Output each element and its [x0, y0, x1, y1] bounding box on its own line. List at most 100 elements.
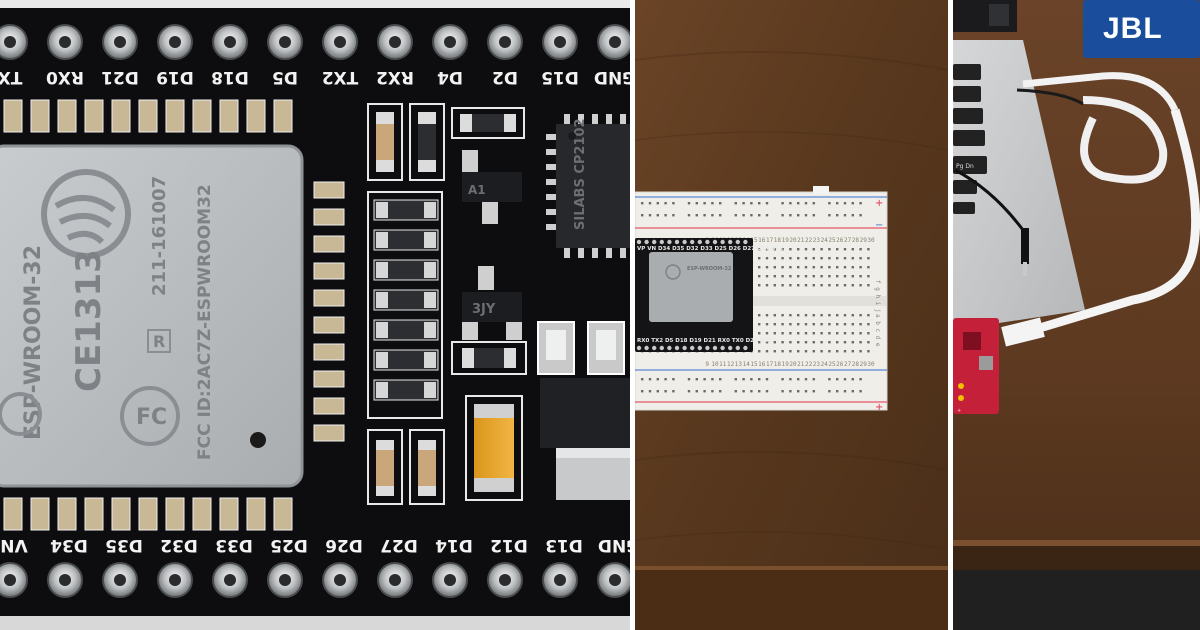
bottom-pin-label: D27	[380, 535, 418, 555]
speaker-logo-text: JBL	[1103, 12, 1163, 45]
column-number: 29	[860, 361, 868, 368]
column-number: 16	[758, 237, 766, 244]
mini-top-pin-labels: VP VN D34 D35 D32 D33 D25 D26 D27 D14 D1…	[637, 246, 783, 252]
jumper-wire-connector	[1021, 228, 1029, 264]
laptop-deck	[953, 40, 1085, 330]
column-number: 28	[852, 237, 860, 244]
header-pad	[432, 562, 468, 598]
jbl-speaker: JBL	[1083, 0, 1200, 58]
module-r-text: R	[153, 332, 165, 351]
key-pgdn-label: Pg Dn	[956, 163, 974, 170]
column-number: 16	[758, 361, 766, 368]
column-number: 30	[867, 237, 875, 244]
floor-shadow	[953, 570, 1200, 630]
module-pad	[313, 370, 345, 388]
monitor-stand	[989, 4, 1009, 26]
table-edge-highlight	[635, 566, 948, 570]
top-pin-label: RX2	[376, 67, 414, 87]
column-number: 17	[766, 237, 774, 244]
esp32-board-closeup-photo: TXRX0D21D19D18D5TX2RX2D4D2D15GND ESP-WRO…	[0, 0, 630, 630]
jumper-wire-pin	[1023, 262, 1027, 276]
header-pad	[377, 24, 413, 60]
column-number: 22	[805, 237, 813, 244]
svg-text:+: +	[957, 408, 961, 414]
column-number: 18	[774, 237, 782, 244]
transistor-top: A1	[462, 150, 522, 224]
top-pin-label: D2	[492, 67, 518, 87]
module-pad	[165, 99, 185, 133]
bottom-pin-label: D13	[545, 535, 583, 555]
fcc-logo-icon: FC	[120, 386, 180, 446]
esp32-board-graphic: TXRX0D21D19D18D5TX2RX2D4D2D15GND ESP-WRO…	[0, 0, 630, 630]
transistor-code: 3JY	[472, 302, 496, 317]
column-number: 19	[782, 237, 790, 244]
header-pad	[322, 24, 358, 60]
header-pad	[542, 24, 578, 60]
top-pin-labels: TXRX0D21D19D18D5TX2RX2D4D2D15GND	[0, 67, 630, 87]
bottom-pin-label: VN	[0, 535, 27, 555]
bottom-header-pads	[0, 562, 630, 598]
column-number: 20	[789, 237, 797, 244]
laptop: Pg Dn	[953, 40, 1085, 330]
column-number: 14	[743, 361, 751, 368]
column-number: 20	[789, 361, 797, 368]
column-number: 26	[836, 361, 844, 368]
bottom-pin-label: GND	[598, 535, 630, 555]
diode-component	[451, 341, 527, 375]
module-hole	[250, 432, 266, 448]
pcb-bottom-edge	[0, 616, 630, 630]
rail-plus-top: +	[875, 198, 883, 209]
header-pad	[157, 562, 193, 598]
laptop-desk-photo: JBL Pg Dn	[953, 0, 1200, 630]
column-number: 21	[797, 237, 805, 244]
module-pad	[219, 497, 239, 531]
module-pad	[3, 99, 23, 133]
rail-minus-top: −	[875, 220, 883, 231]
column-number: 29	[860, 237, 868, 244]
column-number: 25	[828, 361, 836, 368]
module-pad	[192, 99, 212, 133]
module-pad	[273, 497, 293, 531]
top-pin-label: TX2	[322, 67, 359, 87]
top-pin-label: D19	[156, 67, 194, 87]
module-r-box	[147, 329, 171, 353]
module-pad	[111, 99, 131, 133]
header-pad	[597, 24, 630, 60]
smd-component-column	[367, 191, 443, 419]
module-pad	[30, 497, 50, 531]
header-pad	[322, 562, 358, 598]
bottom-small-components	[367, 429, 445, 505]
header-pad	[597, 562, 630, 598]
header-pad	[542, 562, 578, 598]
module-pad	[165, 497, 185, 531]
header-pad	[487, 562, 523, 598]
column-number: 23	[813, 361, 821, 368]
column-number: 27	[844, 237, 852, 244]
module-pad	[313, 343, 345, 361]
module-pad	[313, 424, 345, 442]
pcb-top-edge	[0, 0, 630, 8]
key-pgdn	[953, 156, 987, 174]
column-number: 9	[705, 361, 709, 368]
column-number: 24	[821, 361, 829, 368]
mini-module-name: ESP-WROOM-32	[687, 266, 732, 272]
led-components	[537, 321, 625, 375]
header-pad	[267, 24, 303, 60]
header-pad	[487, 24, 523, 60]
module-castellated-pads-top	[3, 99, 293, 133]
column-number: 26	[836, 237, 844, 244]
module-pad	[246, 99, 266, 133]
header-pad	[0, 24, 28, 60]
module-castellated-pads-right	[313, 181, 345, 442]
voltage-regulator	[540, 378, 630, 500]
mini-module-shield	[649, 252, 733, 322]
header-pad	[102, 24, 138, 60]
module-pad	[30, 99, 50, 133]
module-pad	[219, 99, 239, 133]
column-number: 15	[750, 361, 758, 368]
top-pin-label: D4	[437, 67, 463, 87]
row-letters-top: f g h i j	[874, 280, 881, 313]
header-pad	[47, 562, 83, 598]
red-sensor-board: +	[953, 318, 999, 414]
